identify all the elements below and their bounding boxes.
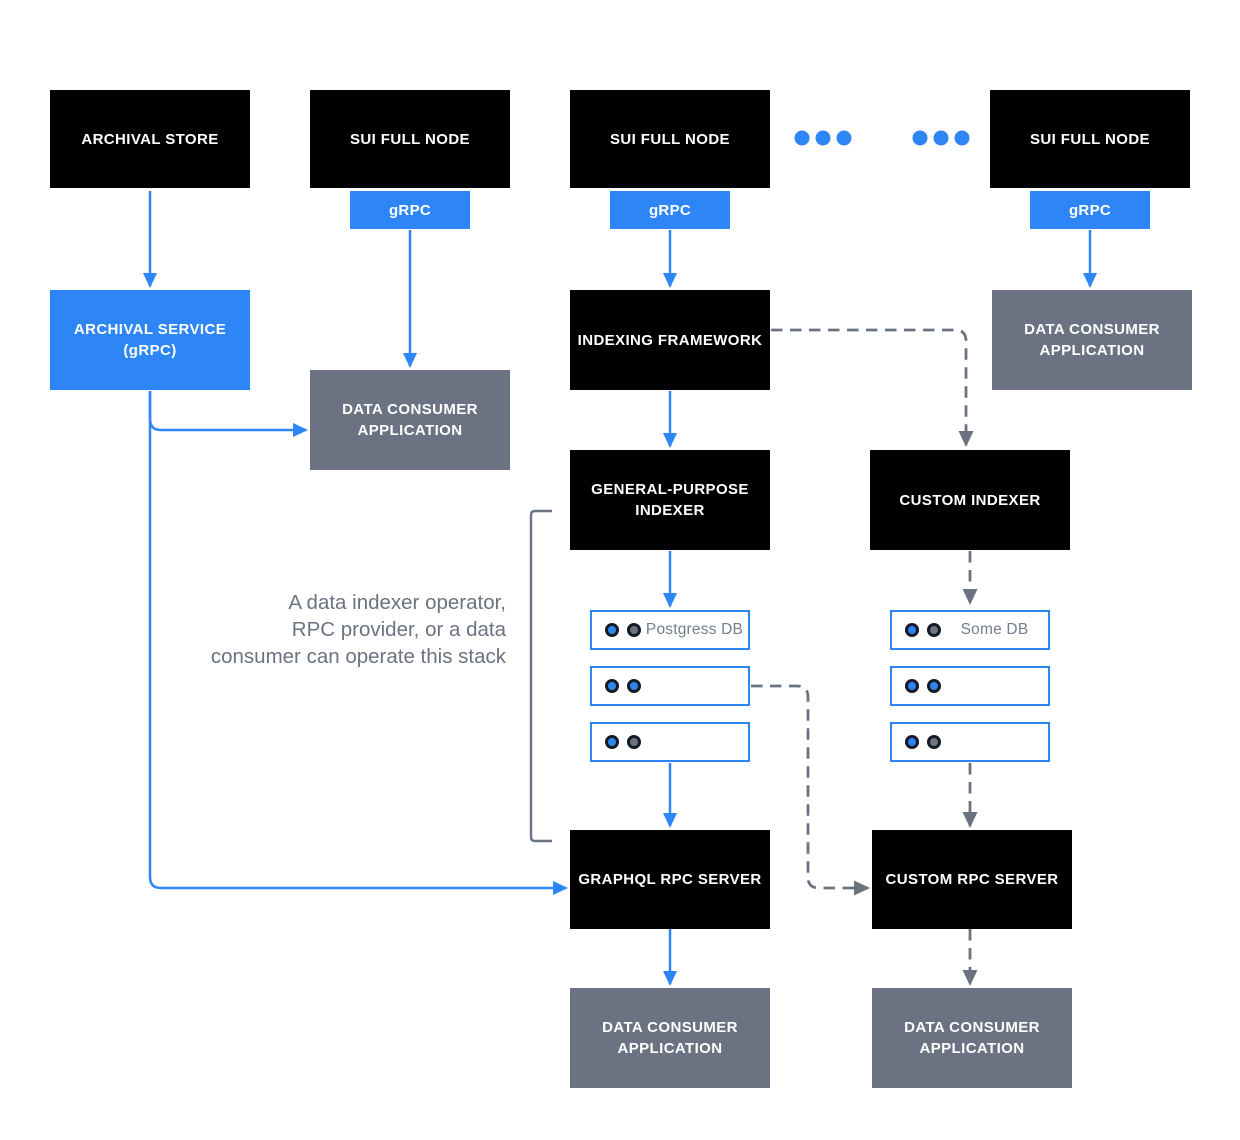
postgres-db-row-1: Postgress DB [590, 610, 750, 650]
db-label: Postgress DB [645, 621, 744, 638]
blue-dot-icon [605, 735, 619, 749]
grpc-port-tab-2: gRPC [610, 191, 730, 229]
graphql-rpc-server-node: GRAPHQL RPC SERVER [570, 830, 770, 929]
blue-dot-icon [905, 623, 919, 637]
gray-dot-icon [627, 735, 641, 749]
grpc-port-tab-3: gRPC [1030, 191, 1150, 229]
arrow-archival-service-to-data-consumer-app [148, 391, 308, 437]
db-status-dots [605, 679, 641, 693]
postgres-db-row-3 [590, 722, 750, 762]
some-db-row-2 [890, 666, 1050, 706]
blue-dot-icon [905, 735, 919, 749]
grpc-port-tab-1: gRPC [350, 191, 470, 229]
data-consumer-app-top-right-node: DATA CONSUMER APPLICATION [992, 290, 1192, 390]
gray-dot-icon [927, 735, 941, 749]
stack-bracket [529, 509, 552, 843]
db-status-dots [605, 735, 641, 749]
blue-dot-icon [927, 679, 941, 693]
db-status-dots [605, 623, 641, 637]
dashed-arrow-indexing-framework-to-custom-indexer [771, 328, 974, 447]
custom-rpc-server-node: CUSTOM RPC SERVER [872, 830, 1072, 929]
db-label: Some DB [960, 621, 1029, 638]
blue-dot-icon [905, 679, 919, 693]
gray-dot-icon [627, 623, 641, 637]
ellipsis-dots-left [794, 130, 852, 146]
general-purpose-indexer-node: GENERAL-PURPOSE INDEXER [570, 450, 770, 550]
arrow-archival-service-to-graphql-rpc-server [148, 391, 568, 895]
blue-dot-icon [605, 623, 619, 637]
sui-full-node-3: SUI FULL NODE [990, 90, 1190, 188]
stack-annotation-text: A data indexer operator, RPC provider, o… [210, 591, 506, 668]
gray-dot-icon [927, 623, 941, 637]
dashed-arrow-postgres-db-to-custom-rpc-server [751, 684, 870, 896]
data-consumer-app-bottom-left-node: DATA CONSUMER APPLICATION [570, 988, 770, 1088]
blue-dot-icon [605, 679, 619, 693]
data-consumer-app-bottom-right-node: DATA CONSUMER APPLICATION [872, 988, 1072, 1088]
sui-full-node-1: SUI FULL NODE [310, 90, 510, 188]
some-db-row-3 [890, 722, 1050, 762]
some-db-row-1: Some DB [890, 610, 1050, 650]
ellipsis-dots-right [912, 130, 970, 146]
archival-service-node: ARCHIVAL SERVICE (gRPC) [50, 290, 250, 390]
indexing-framework-node: INDEXING FRAMEWORK [570, 290, 770, 390]
db-status-dots [905, 679, 941, 693]
db-status-dots [905, 735, 941, 749]
archival-store-node: ARCHIVAL STORE [50, 90, 250, 188]
blue-dot-icon [627, 679, 641, 693]
db-status-dots [905, 623, 941, 637]
sui-full-node-2: SUI FULL NODE [570, 90, 770, 188]
custom-indexer-node: CUSTOM INDEXER [870, 450, 1070, 550]
data-consumer-app-left-node: DATA CONSUMER APPLICATION [310, 370, 510, 470]
postgres-db-row-2 [590, 666, 750, 706]
